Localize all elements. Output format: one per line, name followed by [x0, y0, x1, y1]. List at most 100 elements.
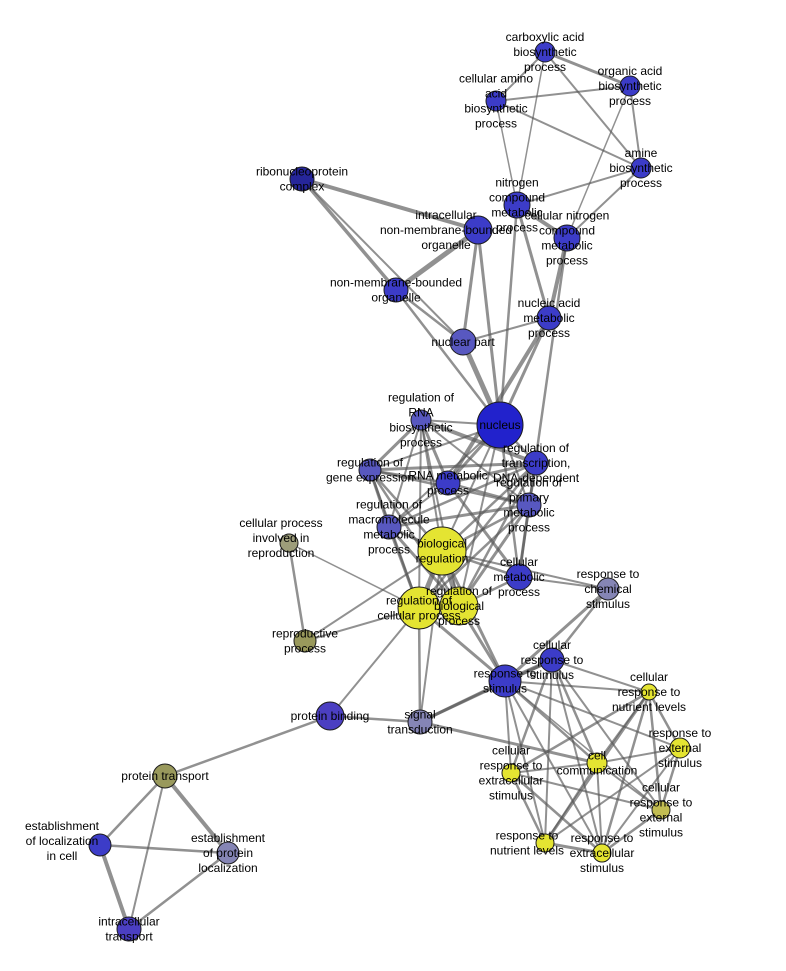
graph-edge-caa-nc: [495, 100, 518, 206]
graph-node-inmb[interactable]: [463, 215, 493, 245]
graph-edge-crn-crx: [647, 690, 663, 812]
graph-node-nmb[interactable]: [383, 277, 409, 303]
graph-edge-pt-it: [128, 775, 166, 930]
graph-edge-rpm-rmm: [387, 503, 531, 529]
graph-edge-ca-am: [544, 51, 642, 169]
graph-edge-cc-rex: [596, 747, 681, 764]
graph-edge-st-cc: [418, 720, 599, 765]
graph-node-crs[interactable]: [539, 647, 565, 673]
graph-edge-rrb-rpm: [420, 419, 530, 506]
graph-node-crn[interactable]: [640, 683, 658, 701]
graph-edge-rex-rnl: [544, 747, 681, 844]
graph-node-rnl[interactable]: [535, 833, 555, 853]
graph-edge-crs-rxs: [551, 659, 603, 854]
graph-edge-rs-crn: [504, 680, 650, 693]
graph-edge-rt-rge: [368, 461, 538, 472]
graph-edge-cmp-rcs: [518, 576, 609, 590]
graph-edge-rs-crx: [504, 680, 662, 811]
graph-edge-br-rp: [304, 550, 443, 642]
graph-edge-ca-caa: [495, 51, 546, 102]
graph-edge-crn-rxs: [600, 690, 651, 855]
graph-edge-nc-nam: [515, 203, 551, 320]
graph-edge-crs-crx: [551, 659, 662, 811]
graph-node-rpm[interactable]: [516, 492, 542, 518]
graph-node-np[interactable]: [449, 328, 477, 356]
graph-edge-elc-it: [98, 843, 131, 931]
graph-edge-crs-cc: [550, 658, 599, 765]
graph-edge-rex-crx: [659, 746, 682, 812]
graph-node-crx[interactable]: [651, 800, 671, 820]
graph-edge-crs-cre: [509, 658, 554, 775]
graph-node-cmp[interactable]: [505, 563, 533, 591]
graph-edge-rex-rxs: [601, 747, 681, 854]
graph-node-it[interactable]: [116, 916, 142, 942]
graph-node-nam[interactable]: [536, 305, 562, 331]
graph-edge-nmb-np: [394, 288, 465, 344]
graph-node-br[interactable]: [417, 526, 467, 576]
graph-edge-am-nc: [516, 167, 642, 206]
graph-node-am[interactable]: [630, 157, 652, 179]
graph-node-rnp[interactable]: [289, 166, 315, 192]
graph-edge-rrb-rt: [419, 418, 538, 465]
graph-edge-rpm-rbp: [457, 503, 531, 608]
graph-node-rcs[interactable]: [596, 577, 620, 601]
graph-edge-rnl-rxs: [543, 841, 604, 855]
graph-node-cpr[interactable]: [279, 533, 299, 553]
graph-edge-nc-nuc: [498, 203, 519, 427]
graph-edge-cc-crx: [596, 762, 662, 811]
graph-edge-elc-epl: [98, 843, 230, 855]
graph-node-st[interactable]: [407, 709, 433, 735]
graph-edge-br-st: [419, 550, 443, 723]
graph-node-nuc[interactable]: [476, 401, 524, 449]
graph-edge-crs-rcs: [550, 587, 610, 662]
graph-edge-cre-rxs: [509, 771, 604, 855]
graph-edge-oa-am: [629, 85, 642, 169]
graph-edge-crs-crn: [551, 659, 650, 693]
graph-edge-pt-epl: [163, 774, 230, 855]
graph-edge-ca-oa: [543, 50, 632, 88]
graph-node-epl[interactable]: [216, 841, 240, 865]
graph-edge-nam-np: [462, 317, 550, 343]
graph-node-caa[interactable]: [485, 90, 507, 112]
graph-node-cre[interactable]: [501, 763, 521, 783]
graph-edge-rt-rna: [446, 461, 538, 485]
graph-node-rbp[interactable]: [439, 586, 479, 626]
graph-node-rp[interactable]: [293, 629, 317, 653]
graph-node-rcp[interactable]: [397, 586, 441, 630]
graph-node-rmm[interactable]: [376, 514, 402, 540]
graph-node-rt[interactable]: [523, 450, 549, 476]
graph-edge-rcp-pb: [329, 607, 420, 717]
graph-edge-rcp-cpr: [288, 542, 420, 609]
graph-edge-crx-rxs: [600, 808, 663, 855]
graph-node-nc[interactable]: [503, 191, 531, 219]
graph-edge-crs-st: [418, 658, 554, 724]
graph-edge-cpr-rp: [287, 541, 307, 643]
graph-node-rna[interactable]: [435, 470, 461, 496]
graph-edge-rs-rxs: [504, 680, 603, 854]
graph-node-rxs[interactable]: [592, 843, 612, 863]
graph-edge-rs-rcs: [503, 587, 610, 683]
graph-node-pb[interactable]: [315, 701, 345, 731]
graph-edge-pb-pt: [163, 714, 332, 778]
graph-node-rex[interactable]: [669, 737, 691, 759]
graph-edge-st-pb: [328, 714, 422, 724]
graph-edge-rnp-inmb: [300, 177, 480, 232]
graph-edge-epl-it: [127, 851, 230, 931]
graph-node-rs[interactable]: [488, 664, 522, 698]
graph-node-oa[interactable]: [619, 75, 641, 97]
graph-edge-am-cnc: [566, 167, 642, 239]
graph-node-pt[interactable]: [152, 763, 178, 789]
graph-node-rrb[interactable]: [410, 409, 432, 431]
node-layer: [88, 41, 691, 942]
graph-node-cc[interactable]: [586, 752, 608, 774]
graph-edge-crn-rex: [647, 690, 682, 750]
graph-node-cnc[interactable]: [553, 224, 581, 252]
graph-edge-oa-caa: [495, 85, 631, 102]
graph-edge-caa-am: [495, 100, 642, 169]
graph-node-elc[interactable]: [88, 833, 112, 857]
graph-node-rge[interactable]: [358, 458, 382, 482]
graph-node-ca[interactable]: [534, 41, 556, 63]
graph-edge-cre-crx: [510, 772, 662, 811]
